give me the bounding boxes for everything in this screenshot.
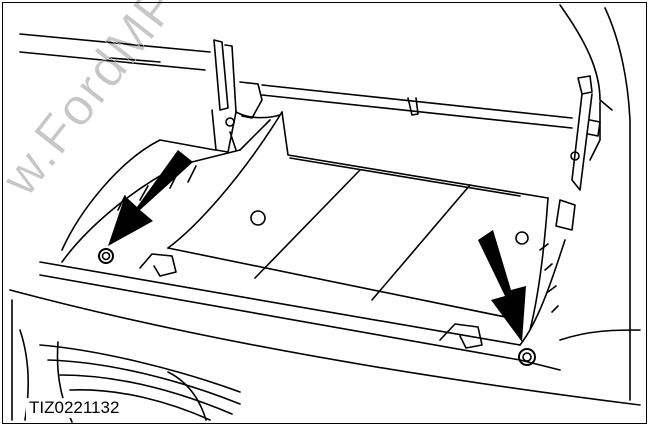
left-fastener-arrow [108, 150, 193, 246]
latch-clips [139, 253, 483, 349]
right-hinge-strut [555, 75, 601, 231]
left-hinge-strut [211, 39, 281, 153]
glovebox-tray [167, 111, 549, 331]
right-fastener-arrow [478, 230, 526, 342]
figure-border [2, 2, 647, 424]
upper-trim-lines [19, 33, 211, 71]
figure-reference-code: TIZ0221132 [26, 398, 123, 418]
right-fastener [518, 348, 536, 366]
lid-rail [261, 84, 573, 129]
left-fastener [98, 248, 114, 264]
right-side-panel [559, 4, 631, 401]
